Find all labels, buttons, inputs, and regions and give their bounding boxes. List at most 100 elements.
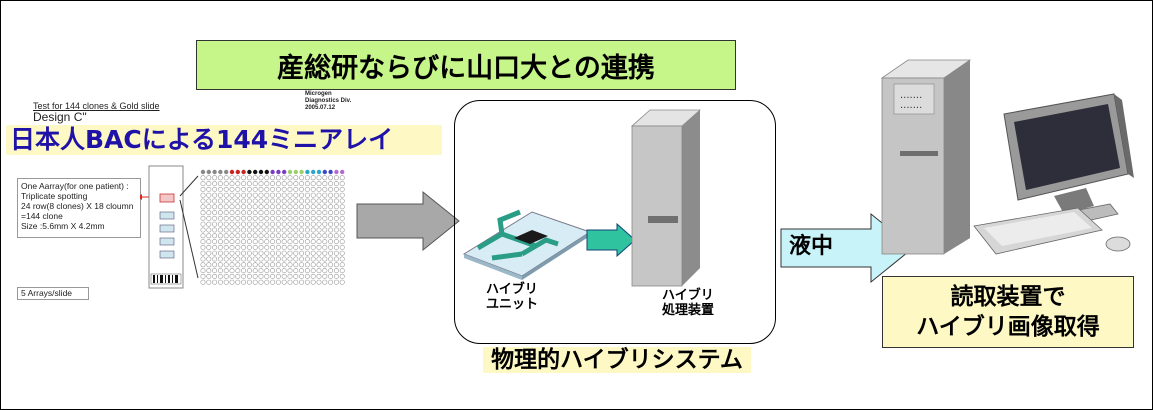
array-spot bbox=[310, 273, 316, 279]
array-spot bbox=[200, 181, 206, 187]
array-spot bbox=[339, 250, 345, 256]
array-spot bbox=[275, 181, 281, 187]
array-spot bbox=[316, 169, 322, 175]
array-spot bbox=[223, 233, 229, 239]
array-spot bbox=[252, 244, 258, 250]
array-spot bbox=[200, 233, 206, 239]
array-spot bbox=[311, 169, 316, 175]
array-spot bbox=[275, 250, 281, 256]
array-spot bbox=[328, 233, 334, 239]
array-spot bbox=[310, 221, 316, 227]
array-spot bbox=[333, 244, 339, 250]
array-spot bbox=[293, 192, 299, 198]
array-spot bbox=[333, 186, 339, 192]
array-spot bbox=[339, 227, 345, 233]
array-spot bbox=[287, 192, 293, 198]
array-spot bbox=[235, 233, 241, 239]
array-spot bbox=[229, 273, 235, 279]
array-spot bbox=[217, 256, 223, 262]
array-spot bbox=[304, 256, 310, 262]
array-spot bbox=[200, 204, 206, 210]
array-spot bbox=[275, 268, 281, 274]
array-spot bbox=[293, 239, 299, 245]
array-spot bbox=[328, 186, 334, 192]
array-spot bbox=[241, 250, 247, 256]
array-spot bbox=[212, 262, 218, 268]
array-spot bbox=[322, 279, 328, 285]
array-spot bbox=[246, 273, 252, 279]
array-spot bbox=[246, 221, 252, 227]
array-spot bbox=[200, 221, 206, 227]
array-spot bbox=[241, 279, 247, 285]
array-spot bbox=[246, 268, 252, 274]
array-spot bbox=[310, 279, 316, 285]
array-spot bbox=[270, 181, 276, 187]
array-spot bbox=[287, 169, 293, 175]
array-spot bbox=[252, 273, 258, 279]
array-spot bbox=[258, 221, 264, 227]
array-spot bbox=[281, 239, 287, 245]
array-spot bbox=[258, 244, 264, 250]
array-spot bbox=[328, 169, 333, 175]
array-spot bbox=[264, 279, 270, 285]
liquid-arrow bbox=[780, 212, 914, 284]
array-spot bbox=[229, 210, 235, 216]
array-spot bbox=[241, 262, 247, 268]
array-spot bbox=[258, 256, 264, 262]
array-spot bbox=[229, 181, 235, 187]
array-spot bbox=[206, 221, 212, 227]
array-spot bbox=[339, 262, 345, 268]
array-spot bbox=[200, 192, 206, 198]
array-spot bbox=[293, 198, 299, 204]
array-spot bbox=[217, 244, 223, 250]
array-spot bbox=[252, 186, 258, 192]
array-spot bbox=[281, 279, 287, 285]
array-spot bbox=[281, 175, 287, 181]
array-spot bbox=[229, 175, 235, 181]
array-spot bbox=[252, 192, 258, 198]
array-spot bbox=[235, 244, 241, 250]
array-spot bbox=[339, 215, 345, 221]
array-spot bbox=[270, 250, 276, 256]
array-spot bbox=[275, 175, 281, 181]
array-spot bbox=[212, 227, 218, 233]
array-spot bbox=[246, 256, 252, 262]
array-spot bbox=[252, 279, 258, 285]
array-spot bbox=[322, 244, 328, 250]
array-spot bbox=[241, 181, 247, 187]
array-spot bbox=[275, 192, 281, 198]
test-title: Test for 144 clones & Gold slide bbox=[33, 101, 160, 111]
array-spot bbox=[229, 268, 235, 274]
array-spot bbox=[206, 256, 212, 262]
array-spot bbox=[299, 221, 305, 227]
array-spot bbox=[223, 262, 229, 268]
info-line: =144 clone bbox=[21, 211, 63, 221]
array-spot bbox=[212, 250, 218, 256]
array-spot bbox=[264, 186, 270, 192]
array-spot bbox=[281, 268, 287, 274]
array-spot bbox=[217, 181, 223, 187]
array-spot bbox=[217, 215, 223, 221]
array-spot bbox=[304, 221, 310, 227]
array-spot bbox=[299, 204, 305, 210]
array-spot bbox=[212, 175, 218, 181]
array-spot bbox=[206, 215, 212, 221]
array-spot bbox=[299, 175, 305, 181]
array-spot bbox=[223, 244, 229, 250]
array-spot bbox=[287, 256, 293, 262]
array-spot bbox=[200, 175, 206, 181]
array-spot bbox=[281, 244, 287, 250]
array-spot bbox=[328, 210, 334, 216]
array-spot bbox=[310, 256, 316, 262]
array-spot bbox=[287, 175, 293, 181]
array-spot bbox=[229, 233, 235, 239]
array-spot bbox=[328, 273, 334, 279]
array-spot bbox=[258, 227, 264, 233]
array-spot bbox=[223, 175, 229, 181]
array-spot bbox=[246, 198, 252, 204]
array-spot bbox=[258, 250, 264, 256]
zoom-line bbox=[179, 175, 199, 197]
array-spot bbox=[333, 210, 339, 216]
array-spot bbox=[322, 250, 328, 256]
hybri-system-box bbox=[454, 100, 776, 344]
